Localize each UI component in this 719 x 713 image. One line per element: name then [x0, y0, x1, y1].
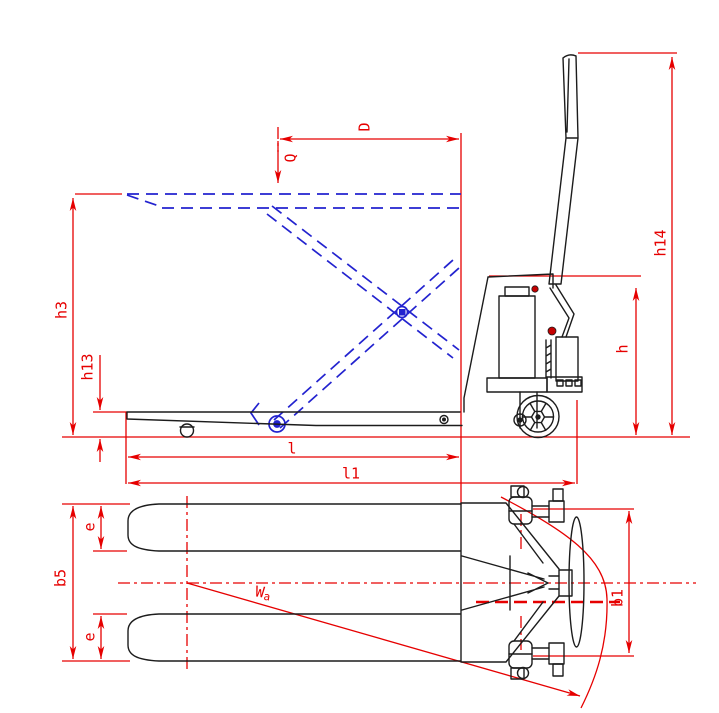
steer-wheel-axle: [535, 414, 541, 420]
axle-stub-top-plan: [552, 488, 564, 502]
dim-label-h3: h3: [52, 300, 71, 320]
wheel-bracket-bottom-plan: [548, 642, 565, 665]
scissor-center-pivot: [395, 305, 409, 319]
plan-view-outline: [127, 502, 560, 663]
axle-stub-bottom-plan: [552, 663, 564, 677]
dim-label-l1: l1: [341, 464, 361, 483]
dim-label-h14: h14: [651, 229, 670, 257]
dim-label-h: h: [613, 344, 632, 354]
raised-forks-scissor-outline: [126, 193, 461, 433]
fork-heel-bolt: [439, 414, 449, 425]
dim-label-b5: b5: [51, 568, 70, 588]
hydraulic-cylinder: [498, 295, 536, 379]
steer-wheel-spokes: [521, 402, 555, 432]
scissor-center-pin: [399, 309, 406, 316]
bolt-head-bottom-plan: [516, 666, 530, 680]
dim-label-d: D: [355, 122, 374, 132]
side-view-outline: [126, 54, 579, 429]
dim-label-h13: h13: [78, 353, 97, 381]
red-dimension-lines: [62, 52, 696, 709]
bracket-bolt-1: [556, 379, 564, 387]
scissor-roller-bracket: [249, 402, 260, 426]
bracket-bolt-3: [574, 379, 582, 387]
dim-label-e-top: e: [80, 522, 99, 532]
truck-plan-view: [127, 485, 585, 680]
dim-label-e-bottom: e: [80, 632, 99, 642]
cylinder-base: [486, 377, 548, 393]
pump-pivot-dot-upper: [531, 285, 539, 293]
turning-radius-arc: [500, 496, 608, 709]
dim-label-wa: Wa: [254, 582, 272, 603]
cylinder-cap: [504, 286, 530, 297]
load-label-q: Q: [281, 153, 300, 163]
rear-chassis-plate: [546, 376, 583, 393]
pump-bracket: [555, 336, 579, 382]
pump-pivot-dot-lower: [547, 326, 557, 336]
wheel-fork-bolt-center: [517, 417, 523, 423]
fork-heel-bolt-center: [442, 417, 447, 422]
dim-label-l: l: [287, 439, 297, 458]
steer-wheel-tyre: [516, 394, 560, 439]
arrowed-dimensions: [69, 57, 676, 697]
bolt-block-bottom-plan: [510, 667, 525, 680]
dim-wa-radius: [186, 582, 581, 697]
raised-platform-dashed: [126, 193, 461, 429]
truck-side-view: [126, 54, 583, 439]
extension-lines: [62, 52, 690, 662]
tiller-mount-plan: [558, 569, 573, 597]
tiller-handle-plan: [568, 516, 585, 648]
wheel-fork-bolt: [513, 413, 527, 427]
bracket-bolt-2: [565, 379, 573, 387]
dim-label-b1: b1: [608, 588, 627, 608]
bolt-head-top-plan: [516, 485, 530, 499]
bolt-block-top-plan: [510, 485, 525, 498]
wheel-bracket-top-plan: [548, 500, 565, 523]
fork-front-roller: [179, 423, 195, 438]
